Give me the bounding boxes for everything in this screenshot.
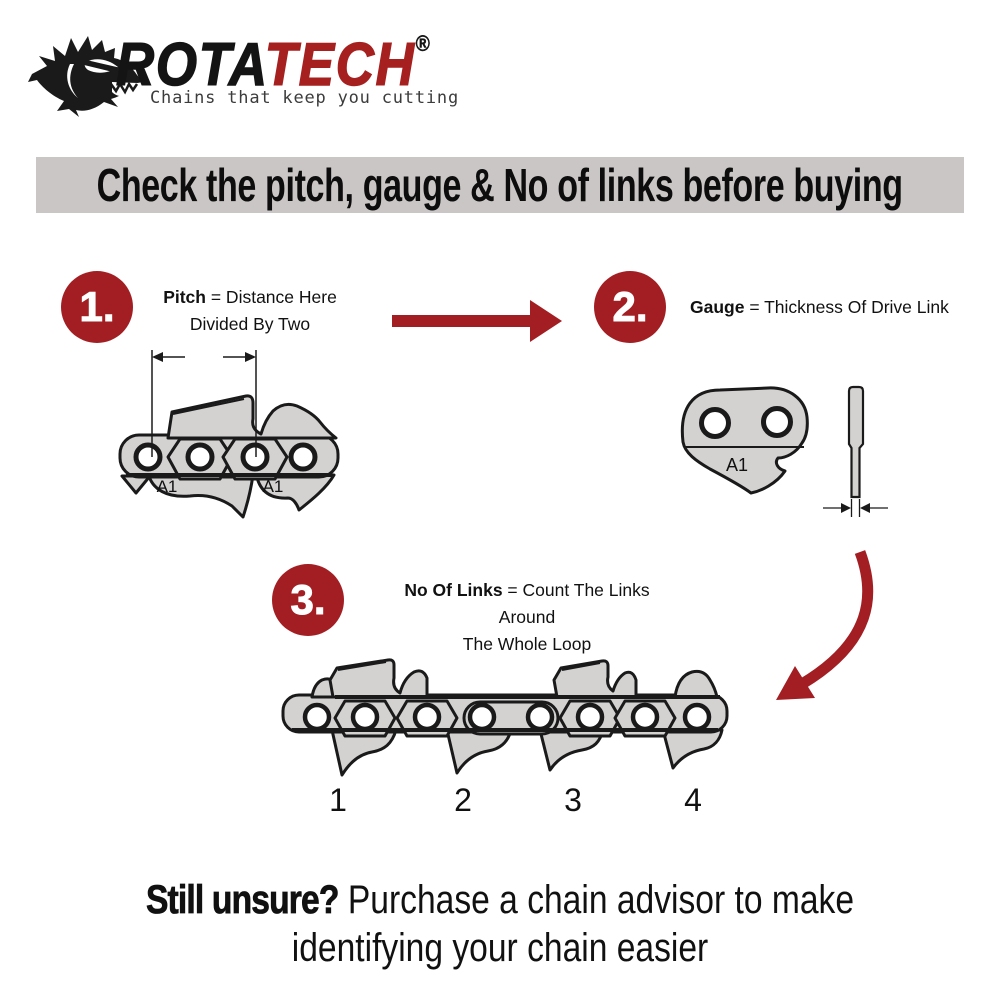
pitch-measurement-lines: [151, 350, 257, 457]
rivet-hole: [288, 442, 318, 472]
rivet-hole: [761, 406, 793, 438]
link-label: A1: [157, 477, 178, 496]
piranha-icon: [28, 36, 143, 117]
rivet-hole: [185, 442, 215, 472]
registered-mark-icon: ®: [415, 31, 430, 57]
gauge-measurement-lines: [823, 499, 888, 517]
link-count-label: 3: [564, 782, 582, 815]
link-count-label: 4: [684, 782, 702, 815]
banner-heading: Check the pitch, gauge & No of links bef…: [36, 157, 964, 213]
rivet-hole: [350, 702, 380, 732]
footer-bold: Still unsure?: [145, 878, 340, 923]
step-1-description: Pitch = Distance Here Divided By Two: [150, 284, 350, 338]
footer-line1: Still unsure? Purchase a chain advisor t…: [145, 878, 855, 923]
brand-rota: ROTA: [115, 30, 265, 99]
rivet-hole: [133, 442, 163, 472]
rivet-hole: [412, 702, 442, 732]
rivet-hole: [240, 442, 270, 472]
curved-arrow-icon: [776, 550, 874, 700]
banner-text: Check the pitch, gauge & No of links bef…: [96, 159, 904, 211]
footer-line2: identifying your chain easier: [291, 926, 709, 970]
step-3-description: No Of Links = Count The Links Around The…: [377, 577, 677, 658]
gauge-link-illustration: A1: [680, 385, 888, 517]
drive-link-edge-view: [847, 385, 865, 499]
rivet-hole: [699, 407, 731, 439]
brand-tagline: Chains that keep you cutting: [150, 88, 459, 108]
brand-logo: ROTATECH® Chains that keep you cutting: [0, 0, 520, 130]
step-1-term: Pitch: [163, 287, 206, 307]
step-2-term: Gauge: [690, 297, 745, 317]
count-chain-illustration: 1 2 3 4: [281, 658, 729, 815]
brand-tech: TECH: [264, 30, 416, 99]
step-2-badge: 2.: [594, 271, 666, 343]
rivet-hole: [302, 702, 332, 732]
rivet-hole: [467, 702, 497, 732]
step-2-description: Gauge = Thickness Of Drive Link: [690, 297, 949, 317]
rivet-hole: [630, 702, 660, 732]
link-count-label: 1: [329, 782, 347, 815]
right-arrow-icon: [392, 300, 562, 342]
brand-wordmark: ROTATECH®: [115, 30, 430, 99]
step-1-badge: 1.: [61, 271, 133, 343]
link-label: A1: [726, 455, 748, 475]
rivet-hole: [682, 702, 712, 732]
pitch-chain-illustration: A1 A1: [118, 350, 340, 519]
step-3-term: No Of Links: [404, 580, 503, 600]
rivet-hole: [575, 702, 605, 732]
step-1-description-line2: Divided By Two: [189, 314, 311, 334]
link-count-label: 2: [454, 782, 472, 815]
link-label: A1: [263, 477, 284, 496]
step-3-description-line2: The Whole Loop: [462, 634, 592, 654]
step-3-badge: 3.: [272, 564, 344, 636]
rivet-hole: [525, 702, 555, 732]
footer-message: Still unsure? Purchase a chain advisor t…: [0, 876, 1000, 972]
